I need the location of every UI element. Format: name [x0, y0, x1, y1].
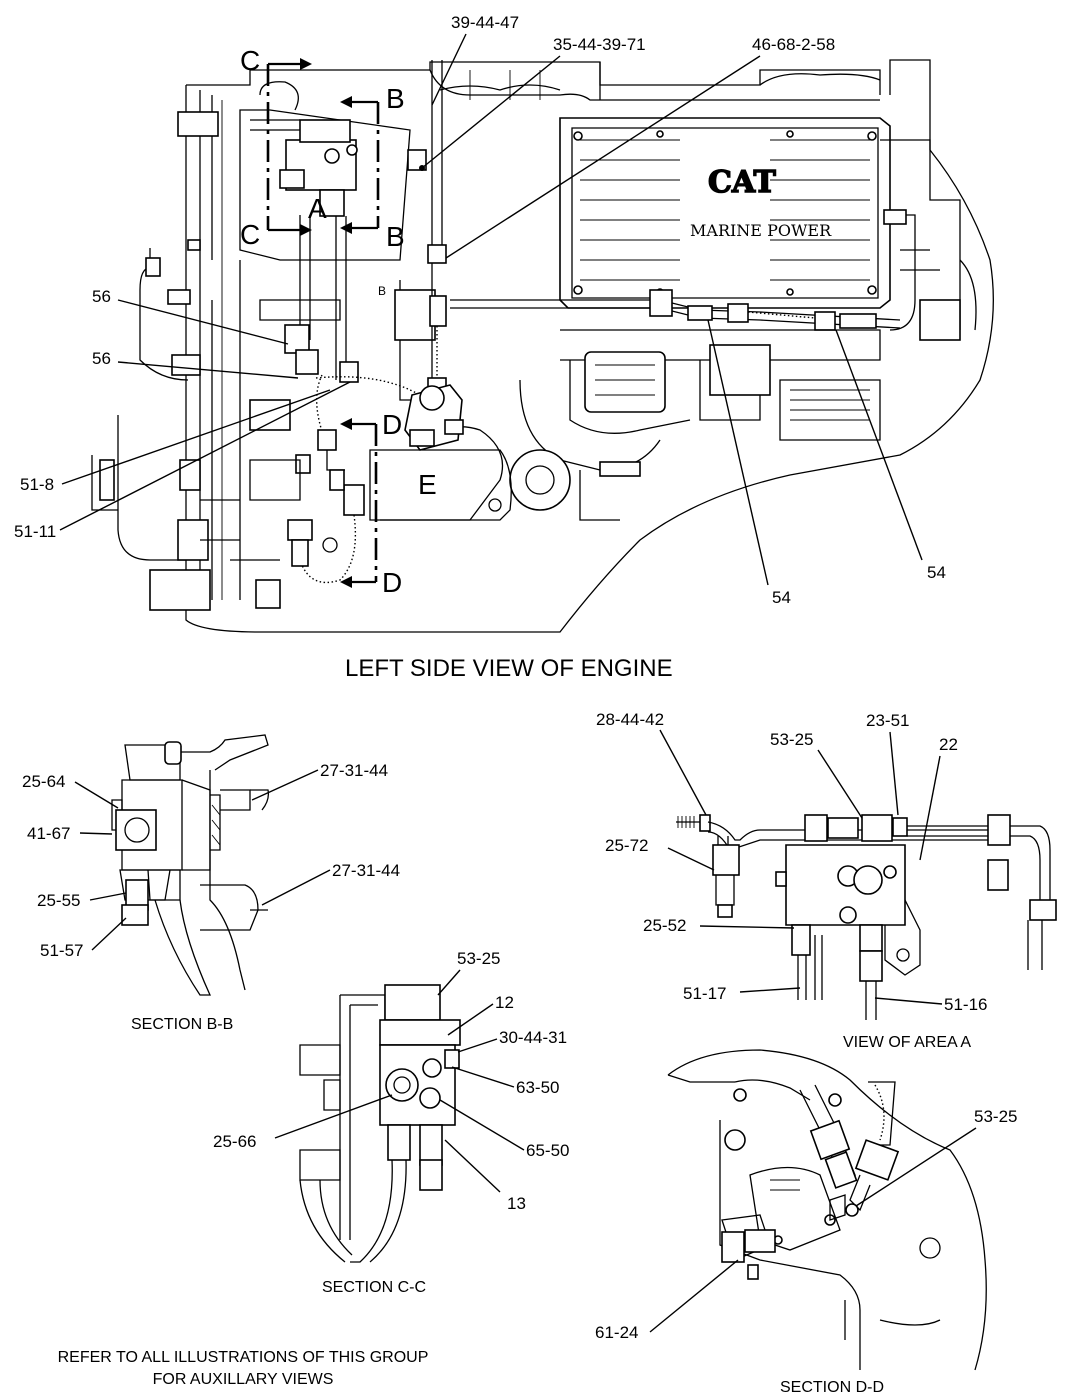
callout-51-16: 51-16 [944, 995, 987, 1014]
callout-30-44-31: 30-44-31 [499, 1028, 567, 1047]
callout-39-44-47: 39-44-47 [451, 13, 519, 32]
callout-53-25-a: 53-25 [770, 730, 813, 749]
callout-56-lower: 56 [92, 349, 111, 368]
area-marker-a: A [308, 193, 327, 224]
callout-35-44-39-71: 35-44-39-71 [553, 35, 646, 54]
section-marker-b-top: B [386, 83, 405, 114]
callout-25-52: 25-52 [643, 916, 686, 935]
section-c-c-caption: SECTION C-C [322, 1279, 426, 1296]
callout-54-right: 54 [927, 563, 946, 582]
engine-left-side-view: CAT MARINE POWER [14, 13, 994, 682]
callout-25-64: 25-64 [22, 772, 65, 791]
callout-22: 22 [939, 735, 958, 754]
footer-note-line-1: REFER TO ALL ILLUSTRATIONS OF THIS GROUP [58, 1349, 429, 1366]
view-of-area-a: 28-44-42 53-25 23-51 22 25-72 25-52 51-1… [596, 710, 1057, 1051]
callout-65-50: 65-50 [526, 1141, 569, 1160]
area-marker-e: E [418, 469, 437, 500]
callout-12: 12 [495, 993, 514, 1012]
callout-25-55: 25-55 [37, 891, 80, 910]
section-c-c: 53-25 12 30-44-31 63-50 25-66 65-50 13 S… [213, 949, 569, 1296]
callout-51-8: 51-8 [20, 475, 54, 494]
footer-note: REFER TO ALL ILLUSTRATIONS OF THIS GROUP… [58, 1349, 429, 1388]
section-b-b: 25-64 41-67 25-55 51-57 27-31-44 27-31-4… [22, 734, 400, 1033]
small-b-label: B [378, 284, 386, 298]
footer-note-line-2: FOR AUXILLARY VIEWS [153, 1371, 334, 1388]
callout-25-72: 25-72 [605, 836, 648, 855]
callout-28-44-42: 28-44-42 [596, 710, 664, 729]
section-d-d: 53-25 61-24 SECTION D-D [595, 1049, 1017, 1396]
main-view-title: LEFT SIDE VIEW OF ENGINE [345, 655, 673, 682]
section-b-b-caption: SECTION B-B [131, 1016, 233, 1033]
fuel-pump-head [404, 384, 464, 451]
cat-logo-text: CAT [708, 165, 777, 200]
section-marker-c-top: C [240, 45, 260, 76]
section-marker-d-top: D [382, 409, 402, 440]
section-marker-d-bottom: D [382, 567, 402, 598]
section-d-d-caption: SECTION D-D [780, 1379, 884, 1396]
callout-51-17: 51-17 [683, 984, 726, 1003]
callout-53-25-dd: 53-25 [974, 1107, 1017, 1126]
section-marker-c-bottom: C [240, 219, 260, 250]
callout-53-25-cc: 53-25 [457, 949, 500, 968]
callout-23-51: 23-51 [866, 711, 909, 730]
marine-power-text: MARINE POWER [690, 221, 832, 240]
callout-54-left: 54 [772, 588, 791, 607]
callout-56-upper: 56 [92, 287, 111, 306]
callout-41-67: 41-67 [27, 824, 70, 843]
view-of-area-a-caption: VIEW OF AREA A [843, 1034, 971, 1051]
callout-51-57: 51-57 [40, 941, 83, 960]
aftercooler-cover: CAT MARINE POWER [559, 117, 891, 309]
callout-46-68-2-58: 46-68-2-58 [752, 35, 835, 54]
section-marker-b-bottom: B [386, 221, 405, 252]
callout-51-11: 51-11 [14, 522, 56, 541]
callout-13: 13 [507, 1194, 526, 1213]
callout-25-66: 25-66 [213, 1132, 256, 1151]
callout-61-24: 61-24 [595, 1323, 638, 1342]
callout-27-31-44-upper: 27-31-44 [320, 761, 388, 780]
callout-63-50: 63-50 [516, 1078, 559, 1097]
callout-27-31-44-lower: 27-31-44 [332, 861, 400, 880]
